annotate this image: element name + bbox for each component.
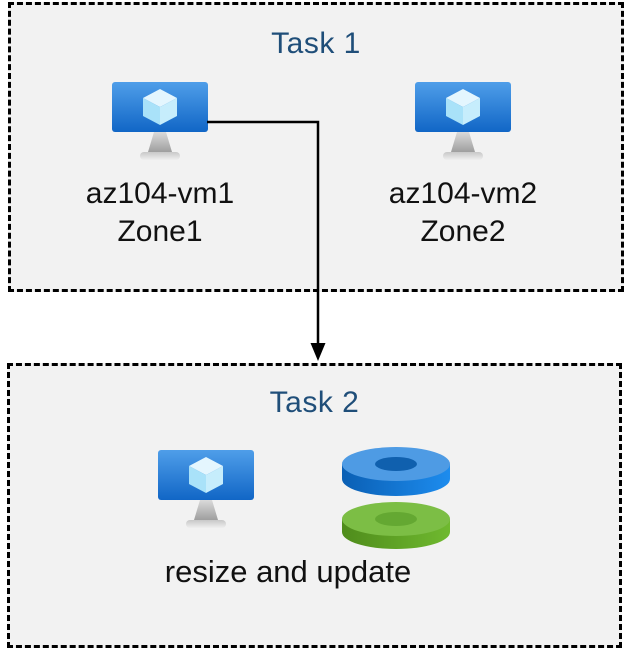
task2-title: Task 2 xyxy=(269,386,360,419)
virtual-machine-icon xyxy=(158,450,254,528)
vm2-group: az104-vm2 Zone2 xyxy=(365,82,561,251)
vm1-group: az104-vm1 Zone1 xyxy=(62,82,258,251)
task1-title: Task 1 xyxy=(271,27,361,60)
vm2-name: az104-vm2 xyxy=(388,177,538,210)
vm2-label: az104-vm2 Zone2 xyxy=(389,175,537,251)
task2-caption: resize and update xyxy=(164,554,412,589)
vm1-zone: Zone1 xyxy=(117,215,203,248)
virtual-machine-icon xyxy=(415,82,511,160)
disks-icon xyxy=(342,447,450,549)
virtual-machine-icon xyxy=(112,82,208,160)
vm1-name: az104-vm1 xyxy=(85,177,235,210)
task2-box xyxy=(7,363,622,648)
vm1-label: az104-vm1 Zone1 xyxy=(86,175,234,251)
vm2-zone: Zone2 xyxy=(420,215,506,248)
